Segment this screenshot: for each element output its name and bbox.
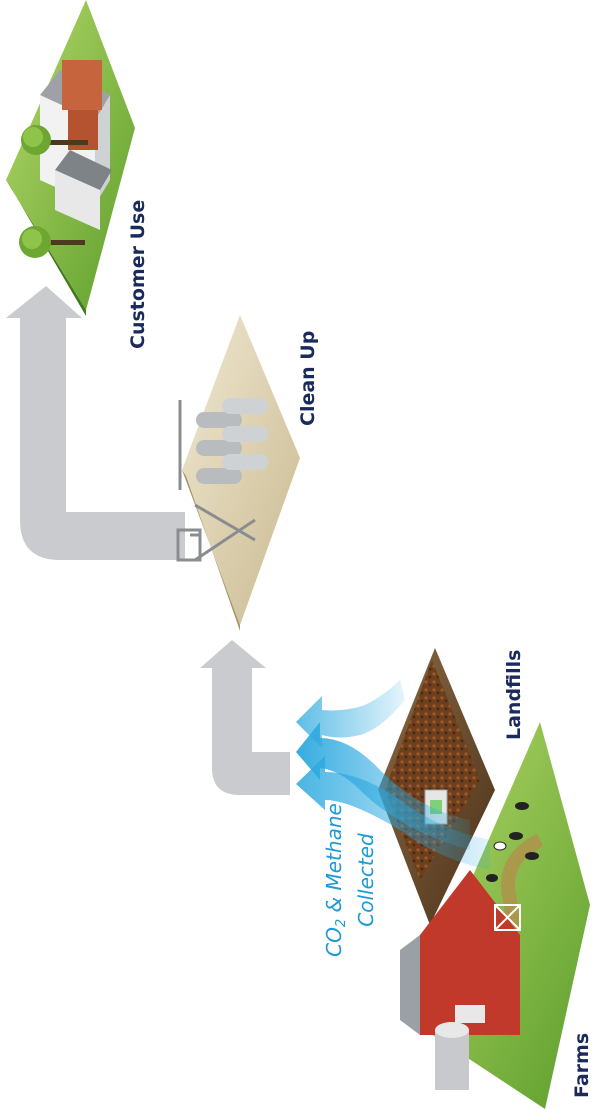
farms-label: Farms: [571, 1032, 592, 1098]
gas-flow-arrow-icon: [296, 756, 490, 870]
landfills-label: Landfills: [503, 649, 525, 740]
collected-line-1: CO2 & Methane: [322, 803, 349, 957]
processing-tanks-icon: [176, 398, 268, 562]
customer-use-label: Customer Use: [127, 199, 149, 349]
co2-methane-collected-label: CO2 & Methane Collected: [322, 795, 378, 965]
tree-icon: [21, 125, 88, 155]
barn-icon: [400, 870, 521, 1035]
flow-arrow-icon: [6, 286, 185, 560]
tree-icon: [19, 226, 85, 258]
silo-icon: [435, 1022, 469, 1090]
flow-arrow-icon: [200, 640, 290, 795]
cow-icon: [486, 802, 539, 882]
gas-flow-arrow-icon: [296, 680, 405, 748]
clean-up-label: Clean Up: [297, 330, 319, 426]
house-icon: [40, 60, 112, 230]
collected-line-2: Collected: [354, 833, 378, 927]
